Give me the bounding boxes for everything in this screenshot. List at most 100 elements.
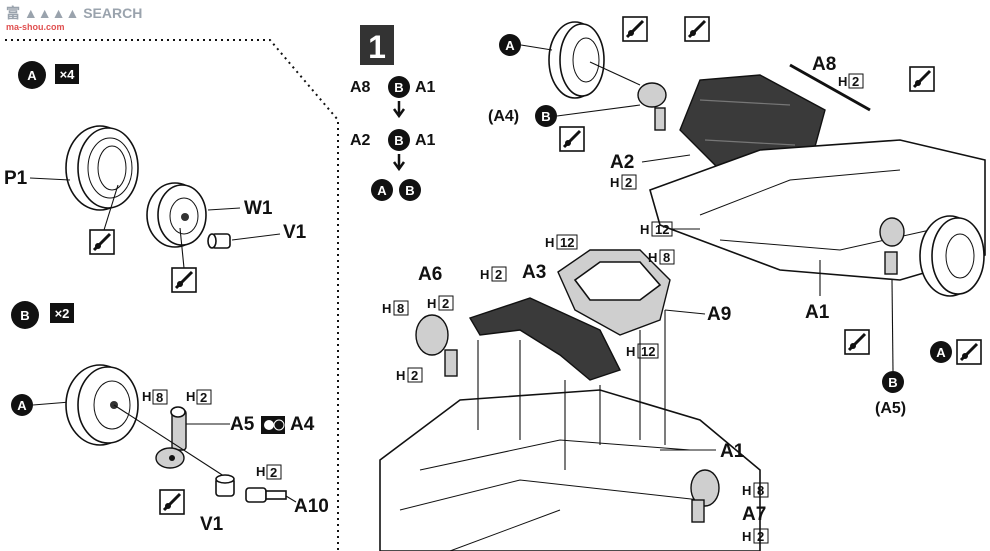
label-8-a7: 8: [757, 483, 764, 498]
svg-text:B: B: [541, 109, 550, 124]
rear-wheel-right: [919, 215, 985, 297]
qty-b-box: [50, 303, 74, 323]
cement-icon: [956, 339, 982, 365]
suspension-arm-a3: [468, 297, 621, 381]
label-h-2-left: H: [186, 389, 195, 404]
label-a3: A3: [522, 262, 546, 283]
svg-text:A: A: [505, 38, 515, 53]
seq-2-mid: B: [394, 133, 403, 148]
svg-text:A: A: [936, 345, 946, 360]
label-a5: A5: [230, 414, 255, 435]
label-2-a6b: 2: [411, 368, 418, 383]
label-a4: A4: [290, 414, 315, 435]
steering-knuckle: [155, 406, 187, 469]
label-a1-lower: A1: [720, 441, 745, 462]
label-h-8-a9: H: [648, 250, 657, 265]
sub-assembly-a-header: A ×4: [18, 61, 79, 89]
label-2-screw: 2: [270, 465, 277, 480]
seq-1-left: A8: [350, 79, 371, 96]
cement-icon: [844, 329, 870, 355]
qty-a-label: ×4: [60, 67, 76, 82]
label-h-8-a7: H: [742, 483, 751, 498]
label-h-2-screw: H: [256, 464, 265, 479]
hub-a6: [415, 314, 458, 377]
cement-icon: [684, 16, 710, 42]
chassis-a1-upper: [649, 139, 986, 281]
label-h-2-a6b: H: [396, 368, 405, 383]
label-a2: A2: [610, 152, 634, 173]
label-h-2-a6: H: [427, 296, 436, 311]
label-h-12-b: H: [626, 344, 635, 359]
label-h-12-a: H: [545, 235, 554, 250]
label-2-a8: 2: [852, 74, 859, 89]
label-h-8-a6: H: [382, 301, 391, 316]
label-8-left: 8: [156, 390, 163, 405]
label-12-b: 12: [641, 344, 655, 359]
cement-icon: [622, 16, 648, 42]
label-12-a: 12: [560, 235, 574, 250]
svg-text:A: A: [17, 398, 27, 413]
leader-v1a: [231, 233, 281, 241]
label-a8: A8: [812, 54, 836, 75]
svg-text:B: B: [888, 375, 897, 390]
leader-p1: [29, 177, 71, 181]
badge-a-right: [930, 341, 952, 363]
label-h-2-a7: H: [742, 529, 751, 544]
label-h-2-a8: H: [838, 74, 847, 89]
cover-a9: [557, 249, 671, 336]
label-a4-paren: (A4): [488, 108, 519, 125]
seq-1-right: A1: [415, 79, 436, 96]
label-a6: A6: [418, 264, 442, 285]
cement-icon: [559, 126, 585, 152]
label-h-8-left: H: [142, 389, 151, 404]
label-a7: A7: [742, 504, 766, 525]
badge-b-right: [882, 371, 904, 393]
label-12-upper: 12: [655, 222, 669, 237]
screw-a10: [245, 487, 287, 503]
label-h-2-a2: H: [610, 175, 619, 190]
label-a9: A9: [707, 304, 731, 325]
label-a5-paren: (A5): [875, 400, 906, 417]
watermark: 富 ▲▲▲▲ SEARCH ma-shou.com: [6, 5, 142, 32]
sub-assembly-b-header: B ×2: [11, 301, 74, 329]
seq-3-a: A: [377, 183, 387, 198]
badge-a-top: [499, 34, 521, 56]
part-v1: [207, 233, 231, 249]
rear-wheel-left: [548, 21, 605, 99]
label-v1-a: V1: [283, 222, 307, 243]
badge-b-letter: B: [20, 308, 29, 323]
label-2-a6: 2: [442, 296, 449, 311]
wheel-w1: [146, 182, 207, 248]
wheel-assembly-a: [65, 364, 139, 446]
seq-2-left: A2: [350, 132, 371, 149]
cement-icon: [171, 267, 197, 293]
tire-p1: [65, 125, 139, 211]
step-number-box: [360, 25, 394, 65]
knuckle-a4: [637, 82, 667, 131]
cement-icon: [159, 489, 185, 515]
badge-b: [11, 301, 39, 329]
label-2-a3: 2: [495, 267, 502, 282]
badge-a: [18, 61, 46, 89]
step-number: 1: [368, 29, 386, 65]
label-8-a9: 8: [663, 250, 670, 265]
hub-a7: [690, 469, 720, 523]
arrow-down-icon: [392, 101, 406, 119]
label-h-12-upper: H: [640, 222, 649, 237]
seq-2-right: A1: [415, 132, 436, 149]
label-2-left: 2: [200, 390, 207, 405]
label-2-a2: 2: [625, 175, 632, 190]
tie-rod-a8: [789, 63, 871, 112]
watermark-url: ma-shou.com: [6, 22, 65, 32]
seq-3-b: B: [405, 183, 414, 198]
seq-1-mid: B: [394, 80, 403, 95]
label-a1-upper: A1: [805, 302, 830, 323]
label-v1-b: V1: [200, 514, 224, 535]
label-w1: W1: [244, 198, 273, 219]
step-1-block: 1 A8 B A1 A2 B A1 A B: [350, 25, 436, 201]
arrow-down-icon: [392, 154, 406, 172]
badge-a-small: A: [11, 394, 33, 416]
label-p1: P1: [4, 168, 28, 189]
part-v1-bottom: [215, 474, 235, 497]
